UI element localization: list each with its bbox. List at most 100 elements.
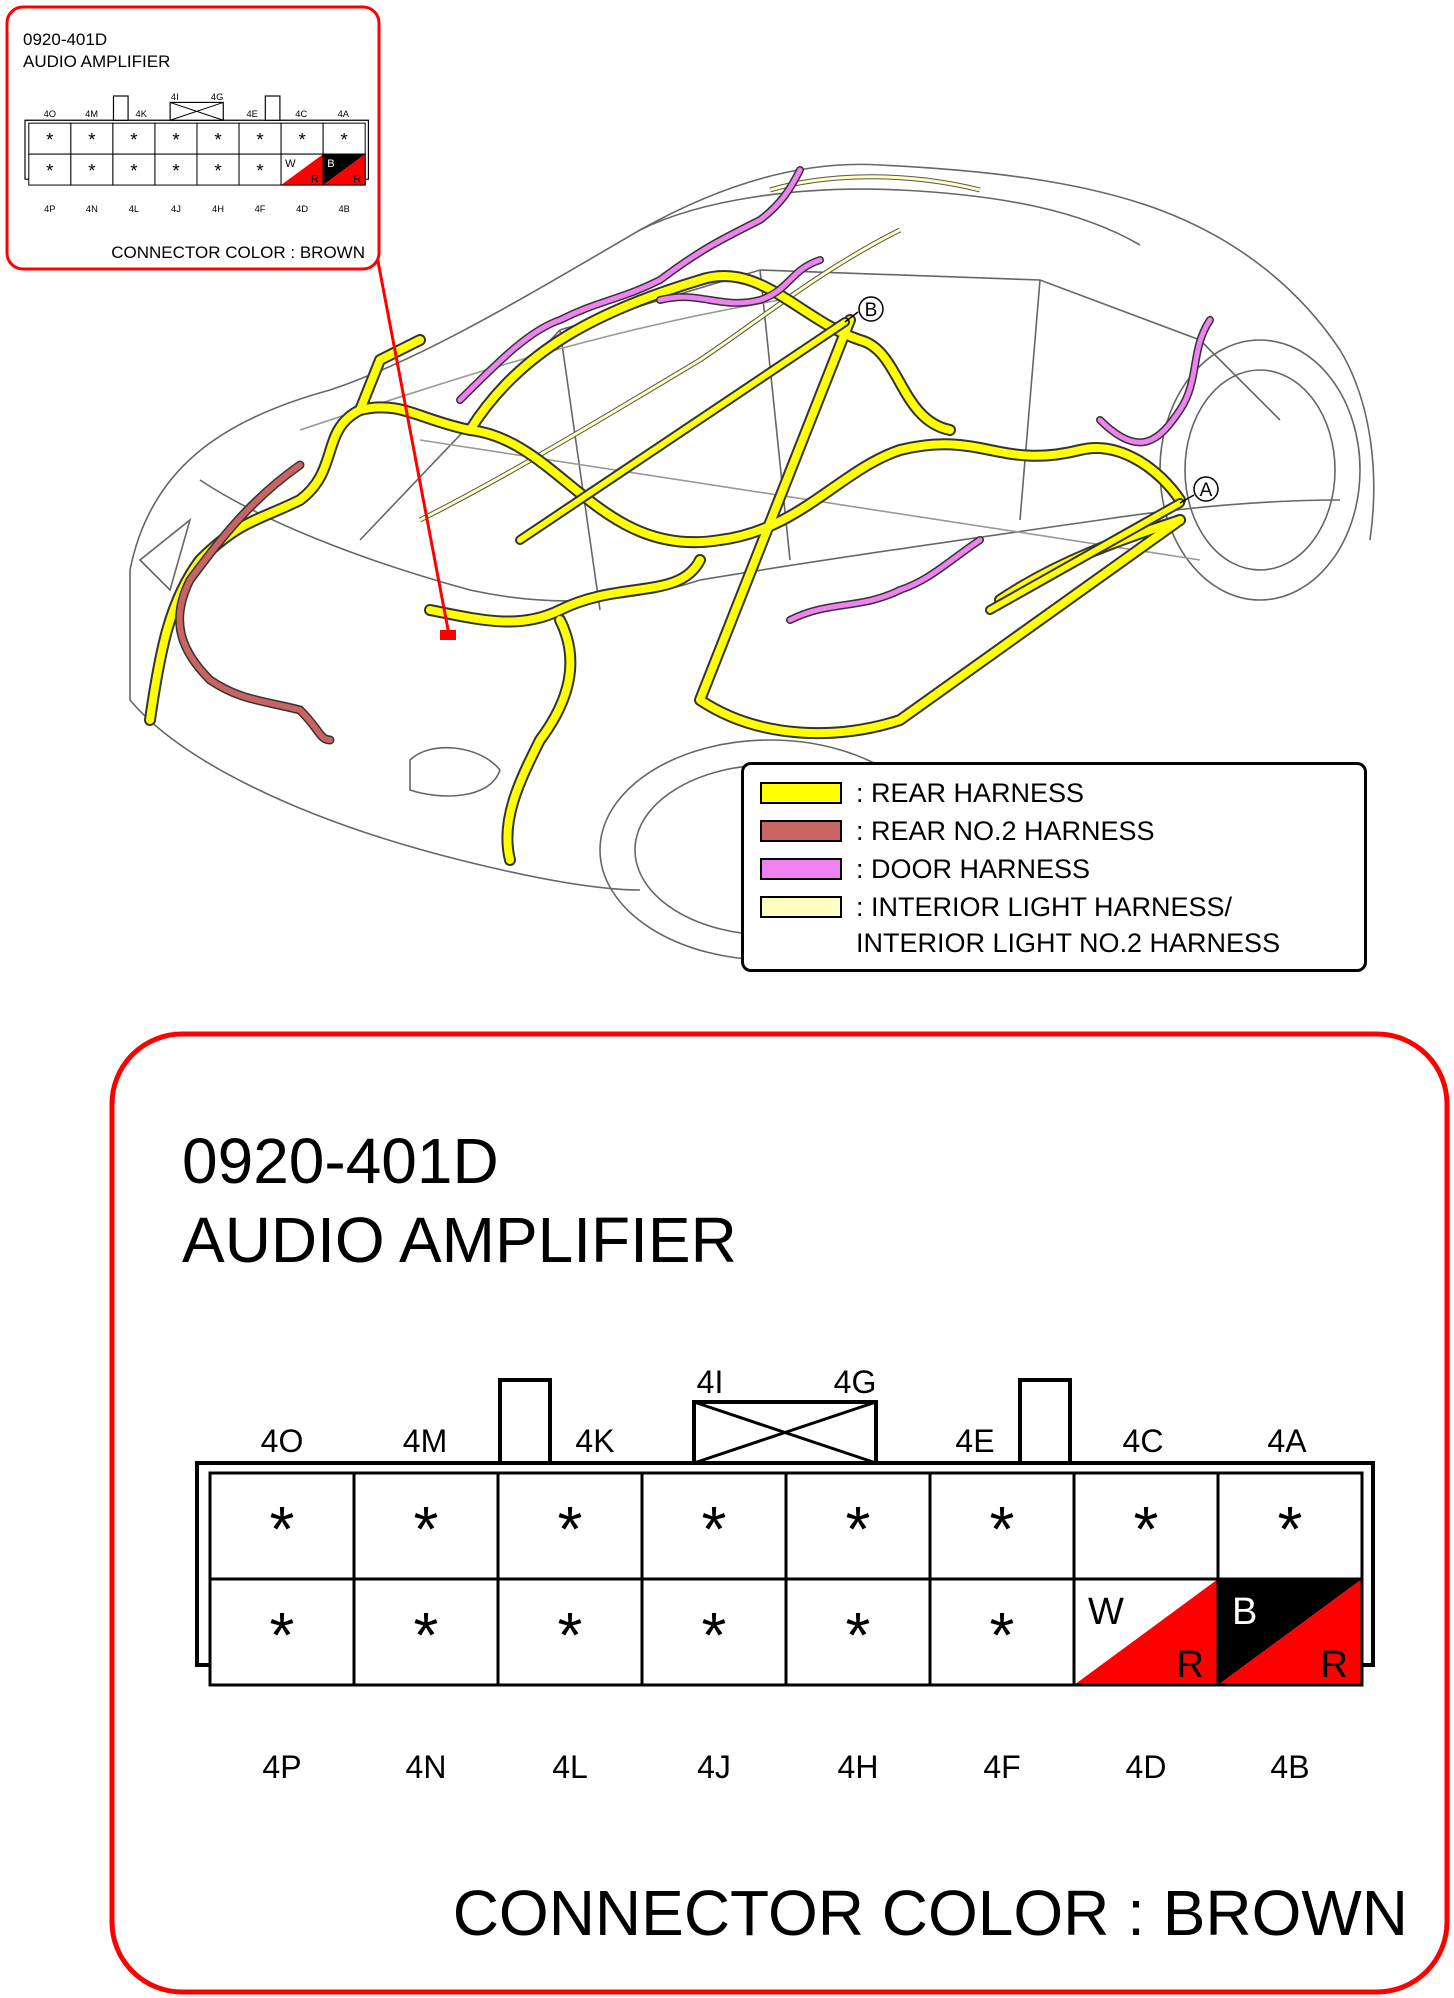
small-connector-color-label: CONNECTOR COLOR : BROWN bbox=[111, 243, 365, 262]
pin-cell-border bbox=[496, 1471, 644, 1581]
wire-color-lower-4b bbox=[323, 154, 366, 186]
connector-pin-cell: BR bbox=[322, 153, 366, 186]
unused-pin-mark: * bbox=[558, 1493, 583, 1565]
wire-color-lower-4d bbox=[281, 154, 324, 186]
pin-label-4a: 4A bbox=[338, 109, 350, 119]
connector-pin-cell: * bbox=[238, 122, 282, 155]
connector-pin-cell: * bbox=[208, 1471, 356, 1581]
legend-item-interior-light-no2-harness: INTERIOR LIGHT NO.2 HARNESS bbox=[856, 928, 1281, 958]
legend-item-rear-no2-harness: : REAR NO.2 HARNESS bbox=[760, 816, 1155, 846]
pin-label-4i: 4I bbox=[171, 92, 179, 102]
small-connector-code: 0920-401D bbox=[23, 30, 107, 49]
legend-swatch-door-harness bbox=[760, 858, 842, 880]
pin-label-4o: 4O bbox=[261, 1423, 304, 1459]
pin-cell-border bbox=[322, 122, 366, 155]
connector-pin-cell: * bbox=[154, 122, 198, 155]
unused-pin-mark: * bbox=[298, 129, 305, 150]
legend-item-interior-light-harness: : INTERIOR LIGHT HARNESS/ bbox=[760, 892, 1232, 922]
unused-pin-mark: * bbox=[270, 1493, 295, 1565]
connector-pin-cell: * bbox=[352, 1577, 500, 1687]
pin-label-4d: 4D bbox=[1126, 1749, 1167, 1785]
callout-b: B bbox=[844, 296, 884, 323]
unused-pin-mark: * bbox=[990, 1599, 1015, 1671]
connector-pin-cell: WR bbox=[280, 153, 324, 186]
unused-pin-mark: * bbox=[1278, 1493, 1303, 1565]
connector-pin-cell: * bbox=[352, 1471, 500, 1581]
pin-cell-border bbox=[28, 122, 72, 155]
unused-pin-mark: * bbox=[88, 129, 95, 150]
pin-label-4e: 4E bbox=[955, 1423, 994, 1459]
connector-name: AUDIO AMPLIFIER bbox=[182, 1204, 737, 1276]
unused-pin-mark: * bbox=[214, 129, 221, 150]
connector-pin-cell: * bbox=[640, 1471, 788, 1581]
pin-label-4d: 4D bbox=[296, 204, 308, 214]
pin-label-4h: 4H bbox=[212, 204, 224, 214]
unused-pin-mark: * bbox=[46, 129, 53, 150]
unused-pin-mark: * bbox=[558, 1599, 583, 1671]
connector-tab-right bbox=[264, 95, 281, 121]
pin-cell-border bbox=[196, 153, 240, 186]
pin-cell-border bbox=[928, 1577, 1076, 1687]
connector-tab-right bbox=[1018, 1378, 1072, 1465]
svg-text:B: B bbox=[865, 300, 878, 321]
rear-harness-wires bbox=[144, 269, 1186, 866]
pin-cell-border bbox=[1216, 1471, 1364, 1581]
pin-cell-border bbox=[496, 1577, 644, 1687]
pin-cell-border bbox=[784, 1577, 932, 1687]
pin-label-4b: 4B bbox=[1270, 1749, 1309, 1785]
unused-pin-mark: * bbox=[846, 1599, 871, 1671]
wire-color-lower-4d bbox=[1074, 1579, 1218, 1685]
pin-label-4l: 4L bbox=[129, 204, 139, 214]
pin-cell-outline bbox=[322, 153, 366, 186]
wire-color-code-4d-lower: R bbox=[1177, 1644, 1204, 1686]
unused-pin-mark: * bbox=[270, 1599, 295, 1671]
connector-pin-cell: * bbox=[70, 153, 114, 186]
connector-pin-cell: * bbox=[784, 1577, 932, 1687]
harness-legend: : REAR HARNESS : REAR NO.2 HARNESS : DOO… bbox=[741, 762, 1367, 972]
pin-label-4p: 4P bbox=[44, 204, 55, 214]
unused-pin-mark: * bbox=[130, 129, 137, 150]
unused-pin-mark: * bbox=[172, 129, 179, 150]
connector-pin-cell: * bbox=[112, 153, 156, 186]
unused-pin-mark: * bbox=[990, 1493, 1015, 1565]
pin-label-4h: 4H bbox=[838, 1749, 879, 1785]
unused-pin-mark: * bbox=[130, 160, 137, 181]
connector-pin-cell: * bbox=[640, 1577, 788, 1687]
connector-leader-line bbox=[375, 255, 452, 641]
rear-no2-harness-wires bbox=[175, 460, 335, 745]
pin-label-4f: 4F bbox=[983, 1749, 1020, 1785]
pin-label-4a: 4A bbox=[1267, 1423, 1307, 1459]
svg-text:A: A bbox=[1200, 480, 1213, 501]
pin-cell-border bbox=[352, 1577, 500, 1687]
connector-tab-left bbox=[498, 1378, 552, 1465]
pin-label-4m: 4M bbox=[403, 1423, 447, 1459]
pin-label-4f: 4F bbox=[255, 204, 266, 214]
callout-a: A bbox=[1179, 476, 1219, 504]
legend-item-rear-harness: : REAR HARNESS bbox=[760, 778, 1084, 808]
connector-pin-cell: WR bbox=[1072, 1577, 1220, 1687]
unused-pin-mark: * bbox=[414, 1599, 439, 1671]
pin-cell-border bbox=[70, 153, 114, 186]
pin-label-4o: 4O bbox=[44, 109, 56, 119]
pin-label-4g: 4G bbox=[211, 92, 223, 102]
pin-cell-border bbox=[154, 153, 198, 186]
connector-center-key-cross bbox=[693, 1400, 877, 1465]
unused-pin-mark: * bbox=[702, 1493, 727, 1565]
wire-color-code-4b-upper: B bbox=[327, 158, 334, 170]
unused-pin-mark: * bbox=[256, 129, 263, 150]
connector-pin-cell: * bbox=[70, 122, 114, 155]
connector-pin-cell: * bbox=[154, 153, 198, 186]
legend-swatch-rear-no2-harness bbox=[760, 820, 842, 842]
connector-code: 0920-401D bbox=[182, 1125, 499, 1197]
wire-color-code-4d-lower: R bbox=[311, 174, 319, 186]
door-harness-wires bbox=[456, 166, 1214, 624]
connector-pin-cell: * bbox=[928, 1471, 1076, 1581]
unused-pin-mark: * bbox=[414, 1493, 439, 1565]
pin-label-4p: 4P bbox=[262, 1749, 301, 1785]
connector-center-key-cross bbox=[169, 101, 224, 121]
pin-cell-border bbox=[70, 122, 114, 155]
pin-label-4k: 4K bbox=[575, 1423, 614, 1459]
